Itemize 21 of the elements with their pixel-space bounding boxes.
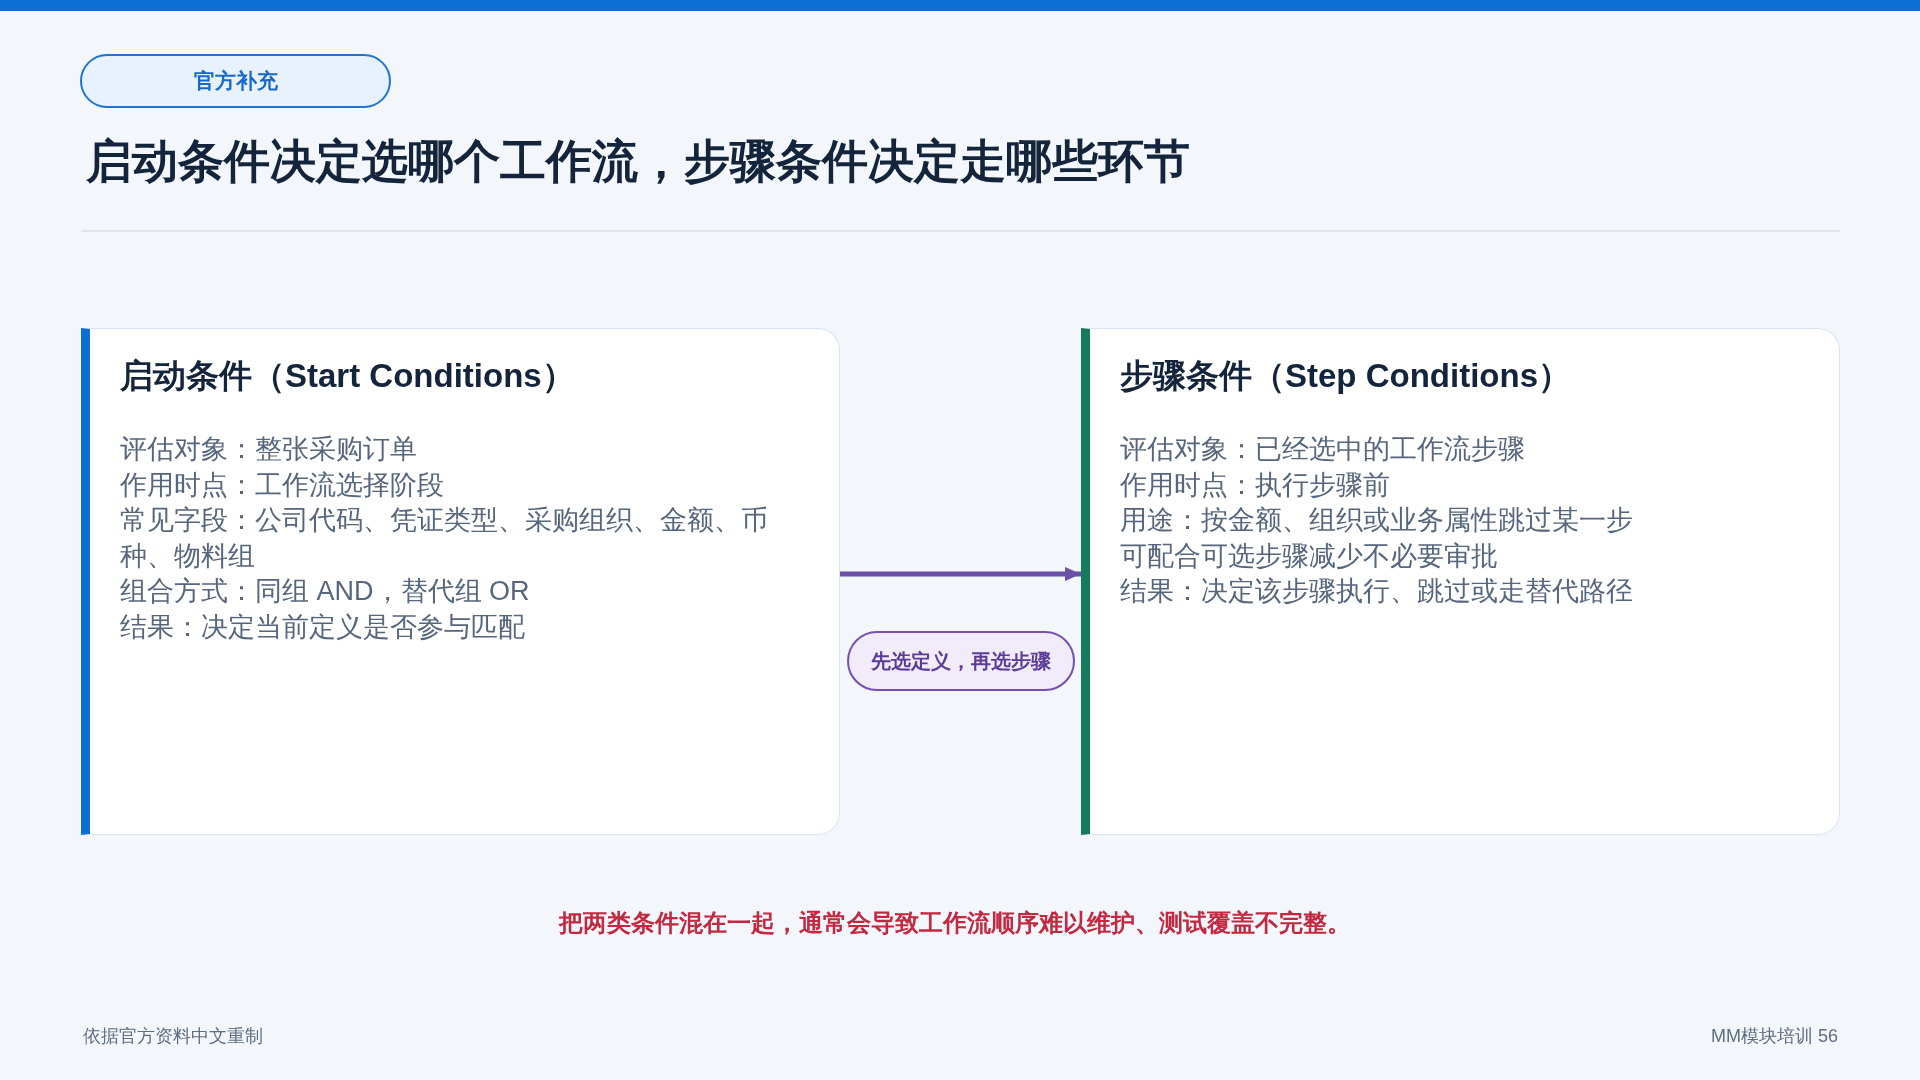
condition-card bbox=[1081, 328, 1840, 835]
edge-label: 先选定义，再选步骤 bbox=[846, 631, 1075, 691]
footer-source: 依据官方资料中文重制 bbox=[83, 1025, 263, 1048]
slide-title: 启动条件决定选哪个工作流，步骤条件决定走哪些环节 bbox=[86, 134, 1190, 189]
condition-card bbox=[81, 328, 840, 835]
card-text: 作用时点：工作流选择阶段 bbox=[120, 468, 445, 502]
card-text: 结果：决定该步骤执行、跳过或走替代路径 bbox=[1120, 575, 1634, 609]
card-text: 组合方式：同组 AND，替代组 OR bbox=[120, 575, 531, 609]
category-tag: 官方补充 bbox=[80, 54, 391, 108]
card-text: 用途：按金额、组织或业务属性跳过某一步 bbox=[1120, 504, 1634, 538]
arrow bbox=[837, 567, 1084, 581]
card-text: 评估对象：已经选中的工作流步骤 bbox=[1120, 433, 1526, 467]
card-text: 可配合可选步骤减少不必要审批 bbox=[1120, 539, 1499, 573]
card-heading: 启动条件（Start Conditions） bbox=[120, 356, 575, 396]
warning-note: 把两类条件混在一起，通常会导致工作流顺序难以维护、测试覆盖不完整。 bbox=[559, 908, 1351, 938]
card-heading: 步骤条件（Step Conditions） bbox=[1120, 356, 1571, 396]
card-text: 作用时点：执行步骤前 bbox=[1120, 468, 1391, 502]
card-text: 常见字段：公司代码、凭证类型、采购组织、金额、币种、物料组 bbox=[120, 504, 769, 573]
footer-page-info: MM模块培训 56 bbox=[1711, 1025, 1838, 1048]
card-text: 结果：决定当前定义是否参与匹配 bbox=[120, 610, 526, 644]
card-text: 评估对象：整张采购订单 bbox=[120, 433, 418, 467]
